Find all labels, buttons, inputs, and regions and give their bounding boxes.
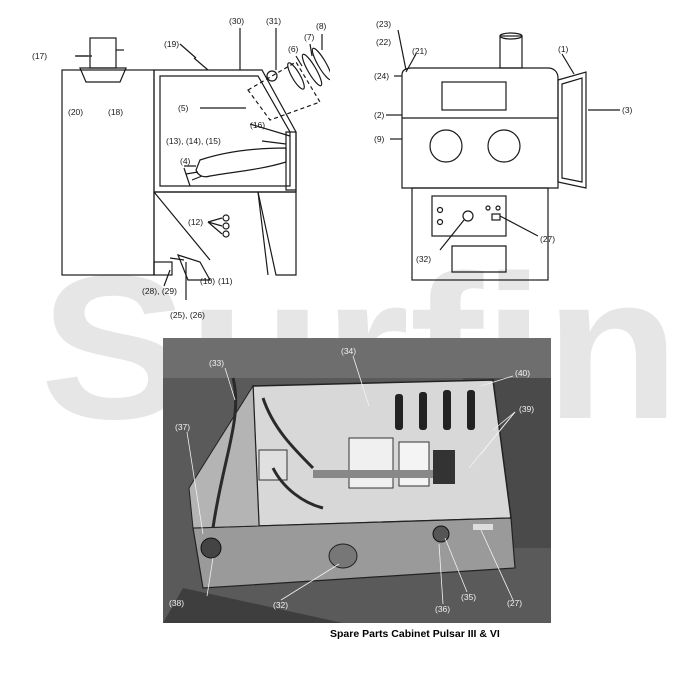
callout-6: (6) (288, 44, 299, 54)
callout-24: (24) (374, 71, 389, 81)
control-box-photo: (33) (34) (40) (39) (37) (38) (32) (36) … (163, 338, 551, 623)
photo-callout-37: (37) (175, 422, 190, 432)
callout-25-26: (25), (26) (170, 310, 205, 320)
callout-9: (9) (374, 134, 385, 144)
callout-28-29: (28), (29) (142, 286, 177, 296)
callout-11: (11) (218, 276, 233, 286)
glove-port-right (487, 129, 521, 163)
callout-12: (12) (188, 217, 203, 227)
window-frame (247, 61, 321, 121)
side-door (557, 71, 587, 189)
dust-collector-outline (61, 69, 155, 276)
callout-13-14-15: (13), (14), (15) (166, 136, 221, 146)
callout-17: (17) (32, 51, 47, 61)
glove-port-left (429, 129, 463, 163)
front-cabinet-body (401, 67, 559, 189)
photo-callout-35: (35) (461, 592, 476, 602)
callout-2: (2) (374, 110, 385, 120)
control-panel (431, 195, 507, 237)
collector-top-fitting (79, 67, 127, 83)
cabinet-side-view: (17) (20) (18) (19) (30) (31) (6) (7) (8… (32, 16, 330, 320)
exhaust-cylinder (89, 37, 117, 69)
callout-8: (8) (316, 21, 327, 31)
callout-30: (30) (229, 16, 244, 26)
callout-16: (16) (250, 120, 265, 130)
callout-21: (21) (412, 46, 427, 56)
callout-22: (22) (376, 37, 391, 47)
callout-10: (10) (200, 276, 215, 286)
callout-4: (4) (180, 156, 191, 166)
callout-18: (18) (108, 107, 123, 117)
callout-3: (3) (622, 105, 633, 115)
callout-19: (19) (164, 39, 179, 49)
glove (195, 147, 287, 178)
photo-callout-33: (33) (209, 358, 224, 368)
callout-23: (23) (376, 19, 391, 29)
cabinet-hopper (154, 191, 297, 276)
callout-20: (20) (68, 107, 83, 117)
photo-callout-39: (39) (519, 404, 534, 414)
viewing-window (441, 81, 507, 111)
top-duct (499, 35, 523, 69)
photo-callout-38: (38) (169, 598, 184, 608)
callout-27: (27) (540, 234, 555, 244)
photo-callout-34: (34) (341, 346, 356, 356)
photo-callout-27: (27) (507, 598, 522, 608)
cabinet-stand (411, 187, 549, 281)
cabinet-front-view: (23) (22) (21) (1) (24) (2) (3) (9) (27)… (374, 19, 633, 281)
callout-32: (32) (416, 254, 431, 264)
callout-5: (5) (178, 103, 189, 113)
photo-callout-32: (32) (273, 600, 288, 610)
callout-31: (31) (266, 16, 281, 26)
callout-7: (7) (304, 32, 315, 42)
diagram-caption: Spare Parts Cabinet Pulsar III & VI (330, 628, 500, 640)
photo-callout-40: (40) (515, 368, 530, 378)
outlet-nozzle (176, 254, 212, 281)
callout-1: (1) (558, 44, 569, 54)
photo-callout-36: (36) (435, 604, 450, 614)
